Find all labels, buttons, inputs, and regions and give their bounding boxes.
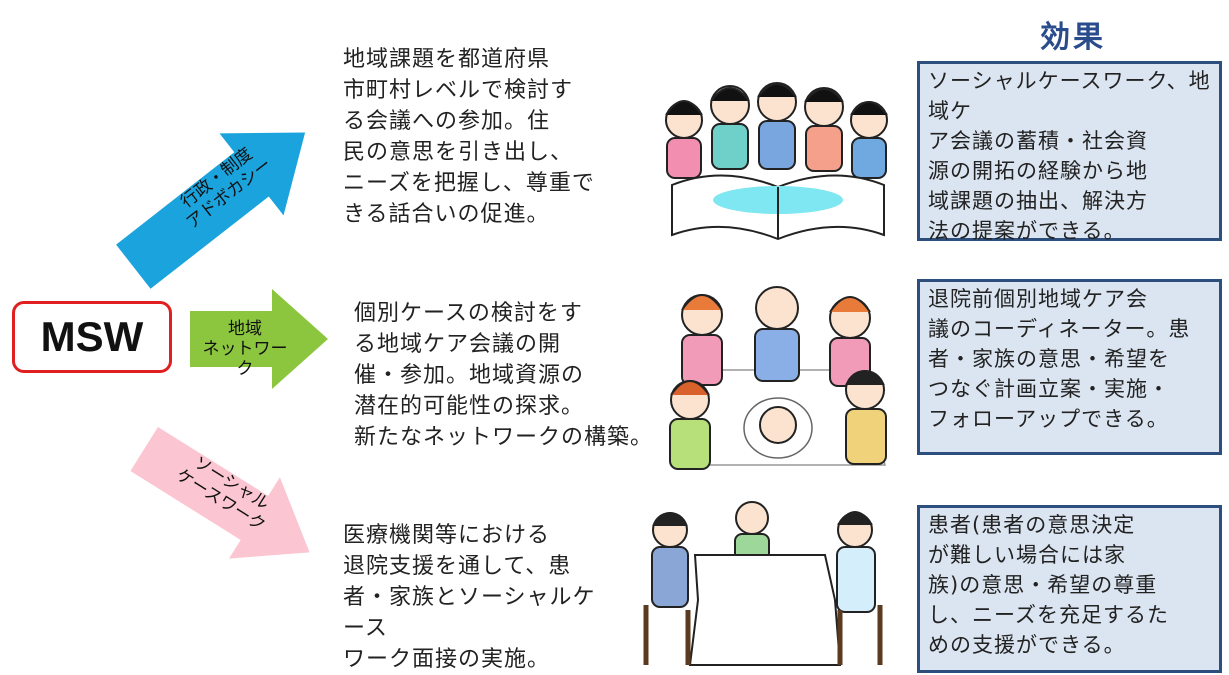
msw-label: MSW	[40, 313, 144, 360]
network-label-line2: ネットワーク	[202, 339, 288, 379]
network-arrow-label: 地域 ネットワーク	[200, 319, 290, 379]
effect-box-network: 退院前個別地域ケア会 議のコーディネーター。患 者・家族の意思・希望を つなぐ計…	[917, 279, 1222, 455]
msw-box: MSW	[12, 301, 172, 373]
description-casework: 医療機関等における 退院支援を通して、患 者・家族とソーシャルケース ワーク面接…	[343, 523, 596, 672]
advocacy-arrow: 行政・制度 アドボカシー	[116, 124, 323, 289]
group-reading-book-illustration	[662, 75, 894, 245]
care-meeting-illustration	[660, 280, 895, 480]
network-arrow-shape	[190, 289, 328, 389]
advocacy-arrow-shape	[116, 132, 306, 289]
network-arrow: 地域 ネットワーク	[190, 289, 330, 389]
casework-arrow: ソーシャル ケースワーク	[130, 426, 324, 572]
network-label-line1: 地域	[228, 319, 262, 339]
effect-title: 効果	[1040, 20, 1106, 55]
effect-box-casework: 患者(患者の意思決定 が難しい場合には家 族)の意思・希望の尊重 し、ニーズを充…	[917, 505, 1222, 673]
interview-table-illustration	[640, 500, 890, 668]
description-network: 個別ケースの検討をす る地域ケア会議の開 催・参加。地域資源の 潜在的可能性の探…	[354, 301, 654, 450]
effect-box-advocacy: ソーシャルケースワーク、地域ケ ア会議の蓄積・社会資 源の開拓の経験から地 域課…	[917, 61, 1222, 243]
description-advocacy: 地域課題を都道府県 市町村レベルで検討す る会議への参加。住 民の意思を引き出し…	[343, 47, 595, 227]
casework-arrow-shape	[130, 426, 310, 559]
